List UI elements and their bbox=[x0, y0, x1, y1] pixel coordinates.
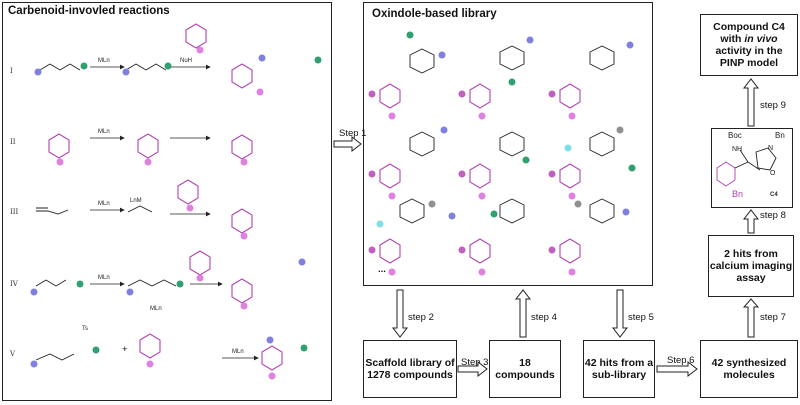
compounds-18-text: 18 compounds bbox=[495, 357, 555, 381]
row1-reagent-mln: MLn bbox=[98, 58, 110, 64]
compound-c4-box: Compound C4 with in vivo activity in the… bbox=[700, 14, 798, 76]
step8-arrow bbox=[742, 209, 760, 234]
row-numeral-4: IV bbox=[10, 280, 18, 288]
carbenoid-panel-title: Carbenoid-invovled reactions bbox=[8, 5, 170, 17]
row5-plus-sign: + bbox=[122, 344, 128, 355]
c4-bn-bottom-label: Bn bbox=[732, 189, 744, 199]
c4-bn-top-label: Bn bbox=[775, 131, 785, 140]
step1-label: Step 1 bbox=[339, 128, 367, 139]
step9-label: step 9 bbox=[760, 100, 786, 111]
oxindole-sketches-library bbox=[379, 83, 581, 264]
c4-structure-box bbox=[711, 128, 793, 208]
step3-arrow bbox=[457, 360, 488, 378]
oxindole-sketches-left bbox=[48, 23, 283, 371]
oxindole-library-panel bbox=[363, 2, 653, 286]
hits-2-box: 2 hits from calcium imaging assay bbox=[708, 235, 794, 297]
step6-arrow bbox=[656, 360, 698, 378]
row3-reagent-mln: MLn bbox=[98, 201, 110, 207]
step4-label: step 4 bbox=[531, 312, 557, 323]
c4-o-label: O bbox=[770, 170, 776, 177]
row3-lnm-label: LnM bbox=[130, 198, 142, 204]
row1-reagent-nuh: NuH bbox=[180, 58, 193, 64]
scaffold-library-box: Scaffold library of 1278 compounds bbox=[363, 340, 457, 398]
c4-line1: Compound C4 bbox=[713, 21, 785, 33]
synthesized-42-text: 42 synthesized molecules bbox=[711, 357, 787, 381]
row4-mln-label: MLn bbox=[150, 306, 162, 312]
c4-line2-invivo: in vivo bbox=[744, 33, 778, 45]
step7-arrow bbox=[742, 298, 760, 338]
compounds-18-box: 18 compounds bbox=[489, 340, 561, 398]
step5-label: step 5 bbox=[628, 312, 654, 323]
c4-line3: activity in the bbox=[715, 45, 783, 57]
c4-boc-label: Boc bbox=[728, 131, 742, 140]
row-numeral-2: II bbox=[10, 138, 16, 146]
c4-line4: PINP model bbox=[719, 57, 779, 69]
step7-label: step 7 bbox=[760, 312, 786, 323]
row-numeral-5: V bbox=[10, 350, 16, 358]
step6-label: Step 6 bbox=[667, 355, 695, 366]
library-ellipsis: ... bbox=[378, 264, 386, 275]
step8-label: step 8 bbox=[760, 210, 786, 221]
step9-arrow bbox=[742, 78, 760, 127]
c4-line2: with in vivo bbox=[720, 33, 777, 45]
step1-arrow bbox=[333, 135, 362, 153]
hits-42-box: 42 hits from a sub-library bbox=[583, 340, 655, 398]
step3-label: Step 3 bbox=[461, 357, 489, 368]
row2-reagent-mln: MLn bbox=[98, 129, 110, 135]
row5-reagent-mln: MLn bbox=[232, 349, 244, 355]
step4-arrow bbox=[514, 289, 532, 338]
row-numeral-1: I bbox=[10, 67, 13, 75]
step2-label: step 2 bbox=[408, 312, 434, 323]
scaffold-library-text: Scaffold library of 1278 compounds bbox=[365, 357, 455, 381]
c4-nh-label: NH bbox=[732, 146, 743, 153]
substituent-balls-left bbox=[30, 46, 322, 380]
step2-arrow bbox=[391, 289, 409, 338]
c4-molecule bbox=[716, 147, 777, 187]
row5-ts-label: Ts bbox=[82, 326, 88, 332]
c4-compound-label: C4 bbox=[770, 192, 778, 198]
row-numeral-3: III bbox=[10, 208, 19, 216]
substituent-balls-library bbox=[368, 31, 636, 276]
step5-arrow bbox=[611, 289, 629, 338]
library-panel-title: Oxindole-based library bbox=[372, 8, 497, 20]
row4-reagent-mln: MLn bbox=[98, 275, 110, 281]
hits-2-text: 2 hits from calcium imaging assay bbox=[709, 248, 793, 284]
synthesized-42-box: 42 synthesized molecules bbox=[700, 340, 798, 398]
library-scaffolds bbox=[399, 45, 615, 224]
c4-n-label: N bbox=[768, 145, 774, 152]
c4-line2-with: with bbox=[720, 33, 745, 45]
hits-42-text: 42 hits from a sub-library bbox=[584, 357, 654, 381]
